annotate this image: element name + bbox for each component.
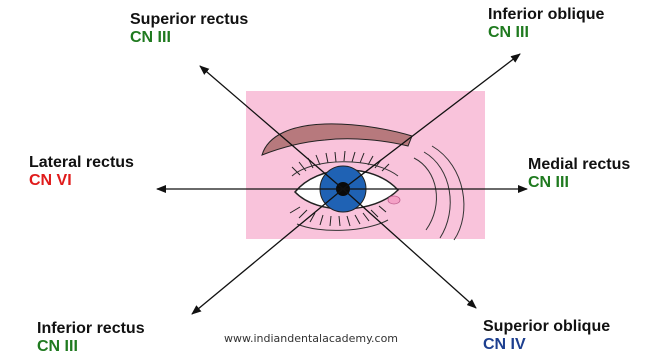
muscle-name: Inferior oblique <box>488 6 604 24</box>
label-superior-oblique: Superior oblique CN IV <box>483 318 610 354</box>
cranial-nerve: CN III <box>37 338 145 356</box>
cranial-nerve: CN VI <box>29 172 134 190</box>
cranial-nerve: CN III <box>488 24 604 42</box>
source-url: www.indiandentalacademy.com <box>224 332 398 345</box>
muscle-name: Inferior rectus <box>37 320 145 338</box>
label-lateral-rectus: Lateral rectus CN VI <box>29 154 134 190</box>
label-inferior-oblique: Inferior oblique CN III <box>488 6 604 42</box>
muscle-name: Medial rectus <box>528 156 630 174</box>
label-inferior-rectus: Inferior rectus CN III <box>37 320 145 356</box>
label-superior-rectus: Superior rectus CN III <box>130 11 248 47</box>
label-medial-rectus: Medial rectus CN III <box>528 156 630 192</box>
muscle-name: Superior rectus <box>130 11 248 29</box>
cranial-nerve: CN IV <box>483 336 610 354</box>
caruncle <box>388 196 400 204</box>
cranial-nerve: CN III <box>130 29 248 47</box>
muscle-name: Lateral rectus <box>29 154 134 172</box>
muscle-name: Superior oblique <box>483 318 610 336</box>
cranial-nerve: CN III <box>528 174 630 192</box>
